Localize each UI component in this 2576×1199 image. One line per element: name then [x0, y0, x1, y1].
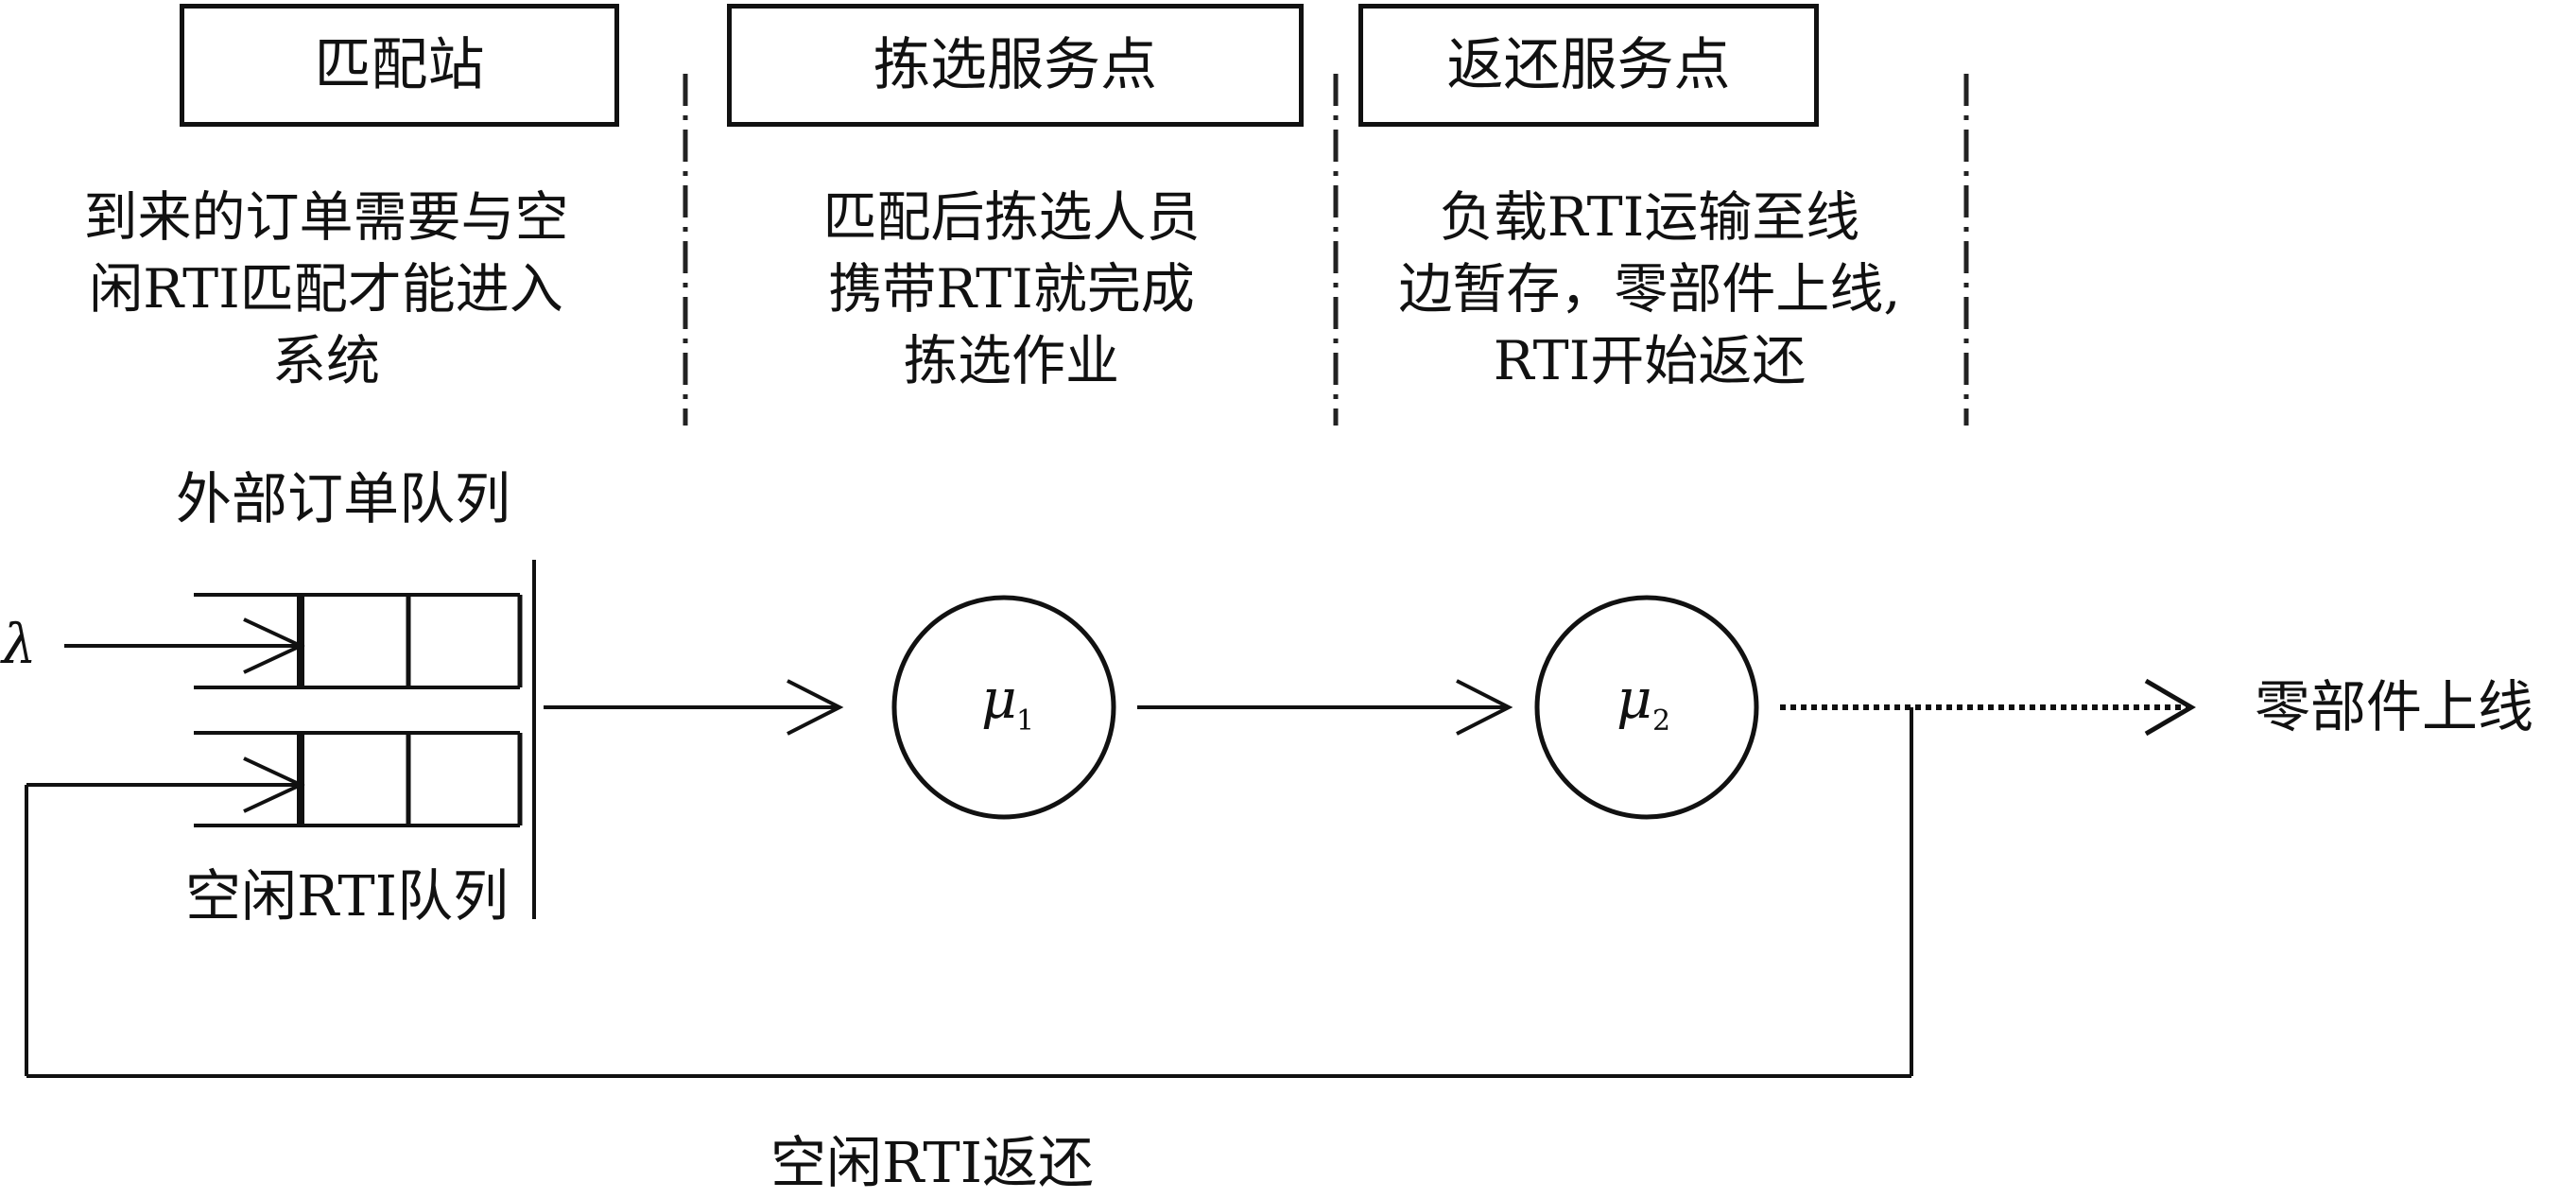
stage-box-return: 返还服务点: [1358, 4, 1819, 127]
desc-line: 系统: [272, 330, 380, 392]
stage-title-matching: 匹配站: [314, 32, 485, 98]
output-arrow: [1780, 678, 2196, 737]
arrow-to-server-2: [1137, 679, 1513, 736]
server-1-rate-subscript: 1: [1016, 704, 1035, 738]
desc-line: 携带RTI就完成: [828, 258, 1195, 321]
idle-rti-queue-shape: [194, 731, 523, 827]
stage-title-return: 返还服务点: [1446, 32, 1731, 98]
stage-box-picking: 拣选服务点: [727, 4, 1304, 127]
output-label: 零部件上线: [2255, 674, 2534, 739]
server-2-rate-subscript: 2: [1652, 704, 1671, 738]
desc-line: 负载RTI运输至线: [1439, 186, 1860, 249]
return-loop: [25, 707, 1913, 1078]
desc-line: 闲RTI匹配才能进入: [89, 258, 563, 321]
desc-line: 边暂存，零部件上线,: [1398, 258, 1901, 321]
arrival-arrow: [64, 617, 305, 674]
server-2-circle: [1534, 595, 1759, 820]
server-1-rate-symbol: μ: [981, 667, 1017, 731]
stage-separators: [683, 74, 1969, 426]
external-order-queue-shape: [194, 593, 523, 689]
stage-desc-return: 负载RTI运输至线 边暂存，零部件上线, RTI开始返还: [1342, 182, 1957, 397]
arrow-to-server-1: [544, 679, 844, 736]
desc-line: 匹配后拣选人员: [822, 186, 1201, 249]
stage-desc-picking: 匹配后拣选人员 携带RTI就完成 拣选作业: [723, 182, 1300, 397]
stage-desc-matching: 到来的订单需要与空 闲RTI匹配才能进入 系统: [19, 182, 633, 397]
desc-line: 到来的订单需要与空: [83, 186, 569, 249]
server-1-circle: [891, 595, 1116, 820]
idle-rti-queue-label: 空闲RTI队列: [185, 863, 510, 929]
external-order-queue-label: 外部订单队列: [176, 466, 511, 531]
server-2-rate-symbol: μ: [1616, 667, 1652, 731]
desc-line: RTI开始返还: [1493, 330, 1807, 392]
stage-title-picking: 拣选服务点: [873, 32, 1157, 98]
desc-line: 拣选作业: [904, 330, 1119, 392]
return-loop-label: 空闲RTI返还: [770, 1130, 1095, 1195]
stage-box-matching: 匹配站: [180, 4, 619, 127]
arrival-rate-symbol: λ: [2, 612, 37, 676]
